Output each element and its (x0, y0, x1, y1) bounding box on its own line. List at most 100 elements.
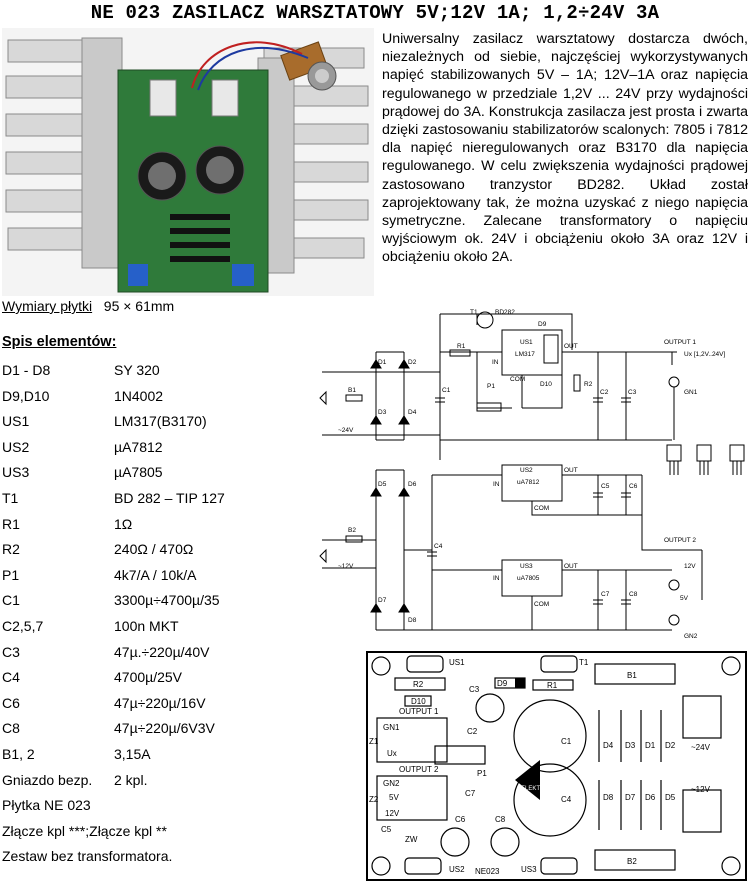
schem-label-c1: C1 (442, 387, 451, 394)
schem-label-t1: T1 (470, 309, 478, 316)
schem-label-in2: IN (493, 481, 500, 488)
pcb-label-12v-ac: ~12V (691, 785, 711, 794)
pcb-label-b2: B2 (627, 857, 637, 866)
schem-label-d2: D2 (408, 359, 417, 366)
pcb-label-c2: C2 (467, 727, 478, 736)
pcb-label-us3: US3 (521, 865, 537, 874)
board-dimensions: Wymiary płytki 95 × 61mm (2, 298, 174, 314)
pcb-label-d5: D5 (665, 793, 676, 802)
schem-label-5v: 5V (680, 595, 689, 602)
pcb-label-c6: C6 (455, 815, 466, 824)
schem-label-d9: D9 (538, 321, 547, 328)
schem-label-gn2: GN2 (684, 633, 698, 640)
board-dimensions-label: Wymiary płytki (2, 298, 93, 314)
part-value: 47µ.÷220µ/40V (114, 643, 210, 660)
schem-label-r2: R2 (584, 381, 593, 388)
pcb-label-b1: B1 (627, 671, 637, 680)
pcb-label-zw: ZW (405, 835, 418, 844)
pcb-layout: US1 T1 R2 D9 R1 B1 C3 D10 OUTPUT 1 GN1 Z… (365, 650, 748, 882)
schem-label-d8: D8 (408, 617, 417, 624)
schem-label-output2: OUTPUT 2 (664, 537, 696, 544)
parts-row: Gniazdo bezp.2 kpl. (2, 772, 302, 798)
pcb-label-d7: D7 (625, 793, 636, 802)
parts-row: D1 - D8 SY 320 (2, 362, 302, 388)
schem-label-12v-ac: ~12V (338, 563, 354, 570)
part-value: SY 320 (114, 362, 160, 378)
part-value: LM317(B3170) (114, 413, 207, 430)
pcb-label-r2: R2 (413, 680, 424, 689)
schem-label-in1: IN (492, 359, 499, 366)
part-value: µA7805 (114, 464, 163, 481)
parts-row: R1 1Ω (2, 516, 302, 542)
schem-label-c5: C5 (601, 483, 610, 490)
part-designator: R1 (2, 515, 20, 532)
schem-label-b2: B2 (348, 527, 356, 534)
part-designator: US2 (2, 438, 30, 455)
schem-label-24v: ~24V (338, 427, 354, 434)
schem-label-d7: D7 (378, 597, 387, 604)
pcb-label-r1: R1 (547, 681, 558, 690)
part-value: 4k7/A / 10k/A (114, 566, 197, 583)
pcb-label-d3: D3 (625, 741, 636, 750)
part-designator: C6 (2, 694, 20, 711)
pcb-label-c1: C1 (561, 737, 572, 746)
schem-label-ua7812: uA7812 (517, 479, 540, 486)
schem-label-lm317: LM317 (515, 351, 535, 358)
pcb-label-24v: ~24V (691, 743, 711, 752)
part-value: 100n MKT (114, 617, 179, 634)
pcb-label-c8: C8 (495, 815, 506, 824)
schem-label-in3: IN (493, 575, 500, 582)
part-designator: R2 (2, 541, 20, 558)
part-designator: Gniazdo bezp. (2, 771, 93, 788)
part-value: 47µ÷220µ/6V3V (114, 720, 215, 737)
schem-label-c6: C6 (629, 483, 638, 490)
pcb-label-d6: D6 (645, 793, 656, 802)
us3-box (501, 559, 563, 597)
parts-row: Zestaw bez transformatora. (2, 848, 302, 874)
pcb-label-ux: Ux (387, 749, 397, 758)
schem-label-p1: P1 (487, 383, 495, 390)
part-designator: P1 (2, 566, 20, 583)
part-designator: D1 - D8 (2, 362, 51, 378)
part-value: 4700µ/25V (114, 669, 183, 686)
schem-label-com1: COM (510, 376, 525, 383)
schem-label-d1: D1 (378, 359, 387, 366)
schem-label-com3: COM (534, 601, 549, 608)
pcb-label-c7: C7 (465, 789, 476, 798)
schem-label-c7: C7 (601, 591, 610, 598)
schem-label-out3: OUT (564, 563, 578, 570)
schem-label-d3: D3 (378, 409, 387, 416)
part-designator: C8 (2, 720, 20, 737)
pcb-label-d2: D2 (665, 741, 676, 750)
schem-label-b1: B1 (348, 387, 356, 394)
schem-label-us3: US3 (520, 563, 533, 570)
schem-label-out2: OUT (564, 467, 578, 474)
part-designator: US3 (2, 464, 30, 481)
schem-label-d10: D10 (540, 381, 552, 388)
pcb-label-gn1: GN1 (383, 723, 400, 732)
part-value: 1Ω (114, 515, 133, 532)
part-designator: Złącze kpl ***;Złącze kpl ** (2, 822, 167, 839)
part-designator: C4 (2, 669, 20, 686)
pcb-label-output2: OUTPUT 2 (399, 765, 439, 774)
part-designator: Płytka NE 023 (2, 797, 91, 814)
pcb-label-z1: Z1 (369, 737, 379, 746)
schem-label-d6: D6 (408, 481, 417, 488)
us2-box (501, 464, 563, 502)
part-designator: T1 (2, 489, 19, 506)
schem-label-d4: D4 (408, 409, 417, 416)
schem-label-gn1: GN1 (684, 389, 698, 396)
schem-label-c3: C3 (628, 389, 637, 396)
schem-label-out1: OUT (564, 343, 578, 350)
parts-row: C4 4700µ/25V (2, 669, 302, 695)
pcb-label-output1: OUTPUT 1 (399, 707, 439, 716)
parts-row: Płytka NE 023 (2, 797, 302, 823)
pcb-label-us2: US2 (449, 865, 465, 874)
